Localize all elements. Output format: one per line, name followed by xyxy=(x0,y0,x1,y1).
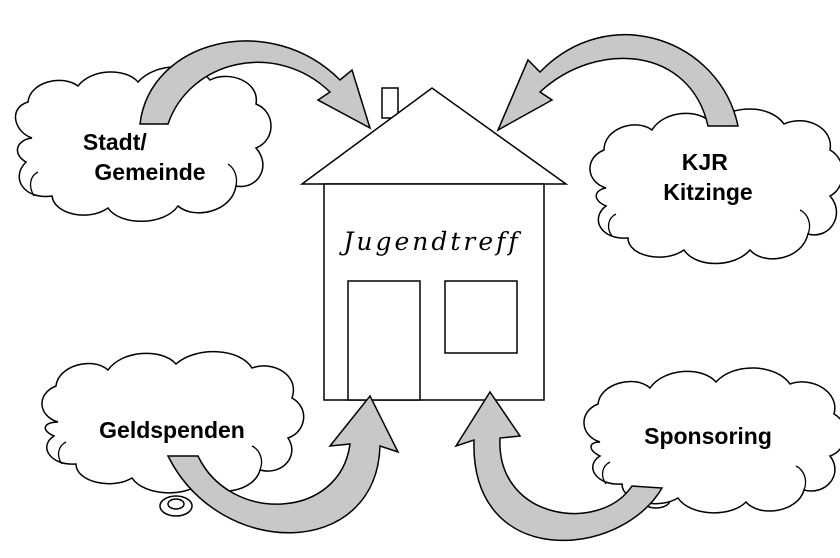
cloud-label-line-1: Stadt/ xyxy=(83,129,148,155)
cloud-kjr-kitzinge: KJR Kitzinge xyxy=(589,108,840,265)
cloud-shape xyxy=(41,351,305,494)
cloud-label-line-2: Gemeinde xyxy=(94,159,205,185)
cloud-shape xyxy=(583,367,840,514)
cloud-shape xyxy=(14,66,272,222)
cloud-sponsoring: Sponsoring xyxy=(583,367,840,514)
svg-text:Stadt/ Gemeinde: Stadt/ Gemeinde xyxy=(83,129,206,185)
arrow-geldspenden-to-house xyxy=(166,394,400,534)
cloud-label: Sponsoring xyxy=(644,423,772,449)
arrow-stadt-to-house xyxy=(139,40,372,130)
arrow-kjr-to-house xyxy=(496,34,739,132)
door xyxy=(347,280,421,401)
window xyxy=(444,280,518,354)
cloud-stadt-gemeinde: Stadt/ Gemeinde xyxy=(14,66,272,222)
svg-text:KJR Kitzinge: KJR Kitzinge xyxy=(663,149,752,205)
cloud-label-line-1: KJR xyxy=(682,149,728,175)
cloud-shape xyxy=(589,108,840,265)
cloud-label: Geldspenden xyxy=(99,417,245,443)
arrow-sponsoring-to-house xyxy=(454,390,664,542)
cloud-label-line-2: Kitzinge xyxy=(663,179,752,205)
house-title: Jugendtreff xyxy=(338,227,521,256)
house: Jugendtreff xyxy=(299,87,569,401)
chimney xyxy=(381,87,399,119)
cloud-geldspenden: Geldspenden xyxy=(41,351,305,517)
